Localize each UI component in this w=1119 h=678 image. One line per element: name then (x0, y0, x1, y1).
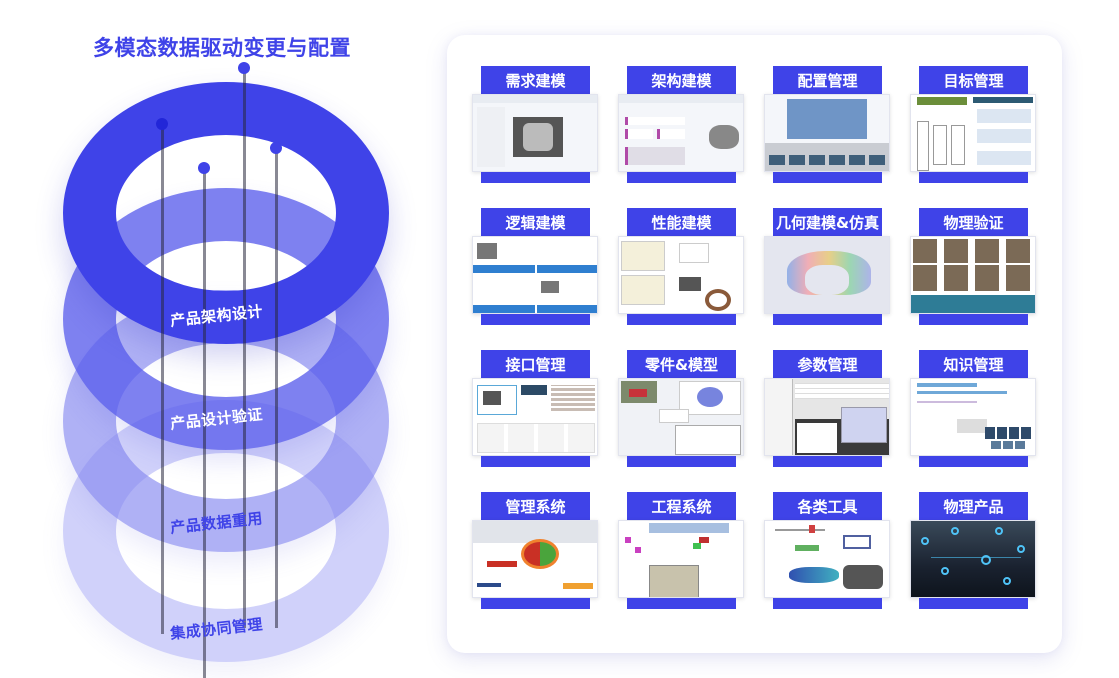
logic-modeling-image (472, 236, 598, 314)
interface-diagram-image (472, 378, 598, 456)
pin-line (161, 124, 164, 634)
card-performance-modeling[interactable]: 性能建模 (618, 208, 744, 325)
card-geometry-simulation[interactable]: 几何建模&仿真 (764, 208, 890, 325)
card-title: 各类工具 (773, 492, 882, 520)
card-parameter-management[interactable]: 参数管理 (764, 350, 890, 467)
geometry-simulation-image (764, 236, 890, 314)
card-title: 目标管理 (919, 66, 1028, 94)
card-title: 几何建模&仿真 (773, 208, 882, 236)
targets-diagram-image (910, 94, 1036, 172)
card-title: 零件&模型 (627, 350, 736, 378)
knowledge-page-image (910, 378, 1036, 456)
card-interface-management[interactable]: 接口管理 (472, 350, 598, 467)
pin-line (275, 148, 278, 628)
performance-charts-image (618, 236, 744, 314)
pin-dot (198, 162, 210, 174)
card-target-management[interactable]: 目标管理 (910, 66, 1036, 183)
card-architecture-modeling[interactable]: 架构建模 (618, 66, 744, 183)
card-configuration-management[interactable]: 配置管理 (764, 66, 890, 183)
engineering-system-image (618, 520, 744, 598)
card-title: 物理产品 (919, 492, 1028, 520)
card-management-systems[interactable]: 管理系统 (472, 492, 598, 609)
card-title: 参数管理 (773, 350, 882, 378)
card-title: 配置管理 (773, 66, 882, 94)
card-title: 需求建模 (481, 66, 590, 94)
main-title: 多模态数据驱动变更与配置 (93, 36, 351, 60)
card-title: 接口管理 (481, 350, 590, 378)
pin-dot (270, 142, 282, 154)
card-requirements-modeling[interactable]: 需求建模 (472, 66, 598, 183)
pin-line (203, 168, 206, 678)
card-title: 知识管理 (919, 350, 1028, 378)
card-title: 逻辑建模 (481, 208, 590, 236)
card-title: 工程系统 (627, 492, 736, 520)
capabilities-panel: 需求建模 架构建模 配置管理 (447, 35, 1062, 653)
card-engineering-systems[interactable]: 工程系统 (618, 492, 744, 609)
parts-models-image (618, 378, 744, 456)
card-knowledge-management[interactable]: 知识管理 (910, 350, 1036, 467)
parameter-table-image (764, 378, 890, 456)
management-system-image (472, 520, 598, 598)
card-parts-models[interactable]: 零件&模型 (618, 350, 744, 467)
tools-collage-image (764, 520, 890, 598)
requirements-screenshot-image (472, 94, 598, 172)
card-title: 性能建模 (627, 208, 736, 236)
configuration-diagram-image (764, 94, 890, 172)
card-logic-modeling[interactable]: 逻辑建模 (472, 208, 598, 325)
pin-dot (238, 62, 250, 74)
pin-line (243, 68, 246, 628)
card-physical-verification[interactable]: 物理验证 (910, 208, 1036, 325)
pin-dot (156, 118, 168, 130)
architecture-screenshot-image (618, 94, 744, 172)
card-title: 物理验证 (919, 208, 1028, 236)
card-title: 架构建模 (627, 66, 736, 94)
card-physical-products[interactable]: 物理产品 (910, 492, 1036, 609)
capabilities-grid: 需求建模 架构建模 配置管理 (472, 66, 1036, 609)
card-various-tools[interactable]: 各类工具 (764, 492, 890, 609)
connected-car-image (910, 520, 1036, 598)
layered-rings-diagram: 产品架构设计 产品设计验证 产品数据重用 集成协同管理 (0, 0, 440, 678)
card-title: 管理系统 (481, 492, 590, 520)
physical-test-photos-image (910, 236, 1036, 314)
